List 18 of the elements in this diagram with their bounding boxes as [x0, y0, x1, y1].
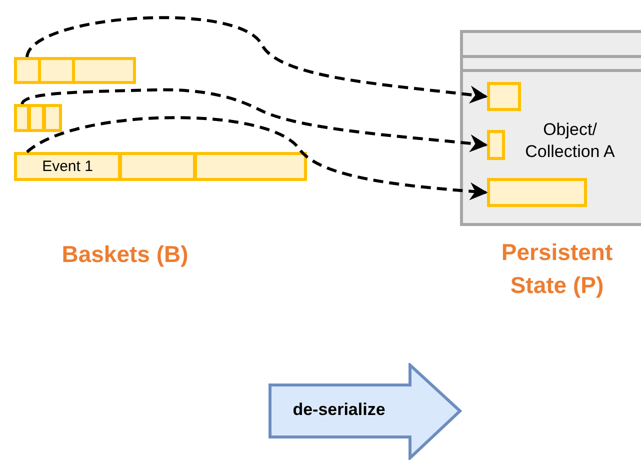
- cell: [38, 57, 75, 84]
- dashed-arrow: [20, 88, 488, 152]
- panel-text: Object/ Collection A: [525, 119, 615, 163]
- arrow-label: de-serialize: [292, 400, 386, 420]
- cell: [194, 152, 307, 181]
- state-panel: [460, 30, 641, 226]
- group-heading: Baskets (B): [60, 240, 190, 269]
- cell: [119, 152, 196, 181]
- cell: [72, 57, 136, 84]
- dashed-arrow: [26, 116, 488, 200]
- cell: [487, 178, 587, 207]
- block-arrow: [268, 363, 462, 460]
- event-cell: Event 1: [14, 152, 121, 181]
- panel-heading: Persistent State (P): [500, 238, 614, 300]
- dashed-arrow: [26, 16, 488, 104]
- cell: [487, 82, 521, 111]
- cell: [43, 104, 62, 132]
- cell: [487, 130, 505, 160]
